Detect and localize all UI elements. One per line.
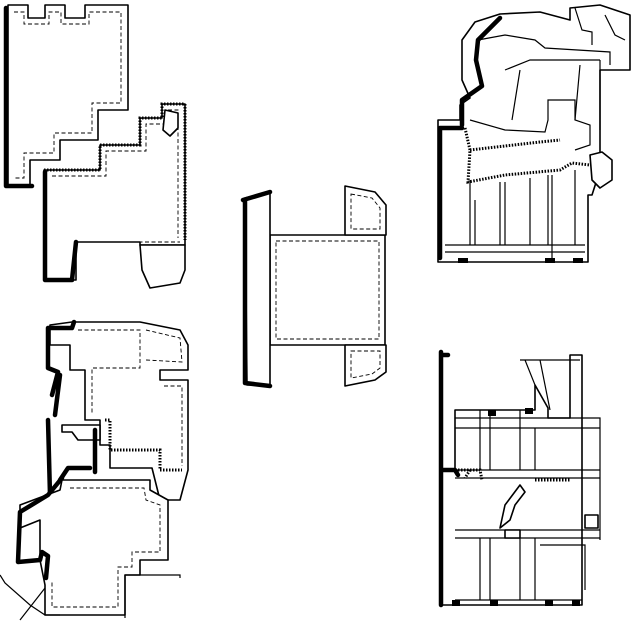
coupling-profile-section-center — [240, 185, 387, 389]
window-profile-section-bottom-left — [0, 319, 189, 621]
window-profile-section-top-right — [437, 4, 631, 263]
window-profile-section-top-left — [3, 4, 187, 289]
window-profile-section-bottom-right — [438, 349, 601, 608]
